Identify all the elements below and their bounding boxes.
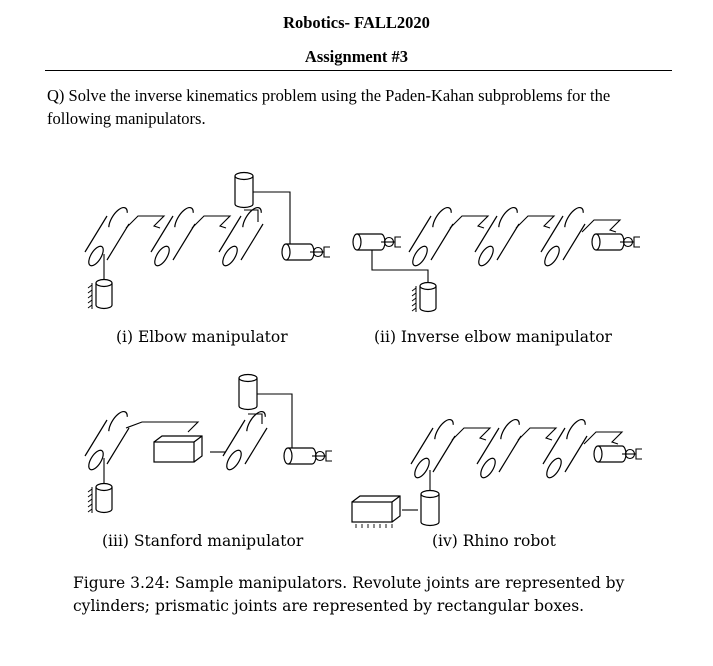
caption-elbow: (i) Elbow manipulator [116, 328, 288, 346]
figure-caption: Figure 3.24: Sample manipulators. Revolu… [73, 574, 625, 615]
caption-stanford: (iii) Stanford manipulator [102, 532, 304, 550]
stanford-manipulator-diagram [84, 373, 333, 514]
rhino-robot-diagram [351, 416, 643, 528]
caption-rhino: (iv) Rhino robot [432, 532, 556, 550]
inverse-elbow-manipulator-diagram [352, 204, 641, 313]
elbow-manipulator-diagram [84, 171, 331, 310]
question-text: Q) Solve the inverse kinematics problem … [47, 86, 611, 128]
assignment-title: Assignment #3 [304, 47, 409, 66]
course-title: Robotics- FALL2020 [283, 13, 430, 32]
caption-inverse-elbow: (ii) Inverse elbow manipulator [374, 328, 612, 346]
header-rule [45, 70, 672, 71]
